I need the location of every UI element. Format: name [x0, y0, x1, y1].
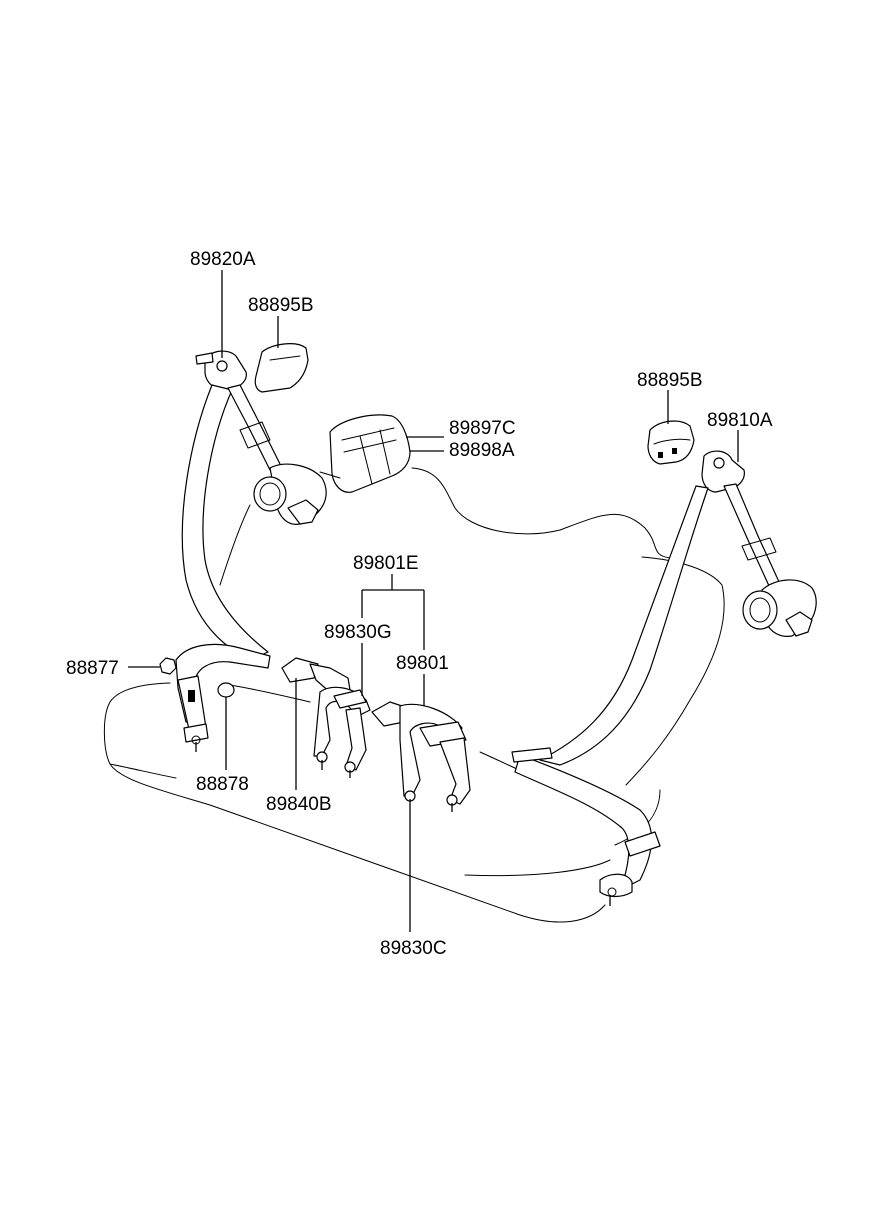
leader-lines	[128, 270, 739, 932]
label-89830G: 89830G	[324, 622, 392, 643]
label-89898A: 89898A	[449, 440, 515, 461]
label-89810A: 89810A	[707, 410, 773, 431]
label-88877: 88877	[66, 658, 119, 679]
label-89801E: 89801E	[353, 553, 419, 574]
left-trim-cover	[254, 343, 309, 393]
label-89897C: 89897C	[449, 418, 516, 439]
right-trim-cover	[647, 420, 695, 465]
label-88878: 88878	[196, 774, 249, 795]
harness-cable	[411, 467, 671, 559]
grommet-88878	[217, 682, 235, 698]
left-lower-anchor-assembly	[159, 643, 271, 752]
label-89830C: 89830C	[380, 938, 447, 959]
right-shoulder-belt-assembly	[511, 450, 817, 906]
left-shoulder-belt-assembly	[181, 350, 327, 661]
belt-guide-bezel	[319, 414, 411, 493]
label-89820A: 89820A	[190, 249, 256, 270]
center-belt-buckles	[281, 657, 471, 812]
rear-seat-cushion	[103, 556, 725, 923]
label-89840B: 89840B	[266, 794, 332, 815]
nut-88877	[159, 657, 177, 675]
label-88895B-right: 88895B	[637, 370, 703, 391]
label-89801: 89801	[396, 653, 449, 674]
label-88895B-left: 88895B	[248, 295, 314, 316]
